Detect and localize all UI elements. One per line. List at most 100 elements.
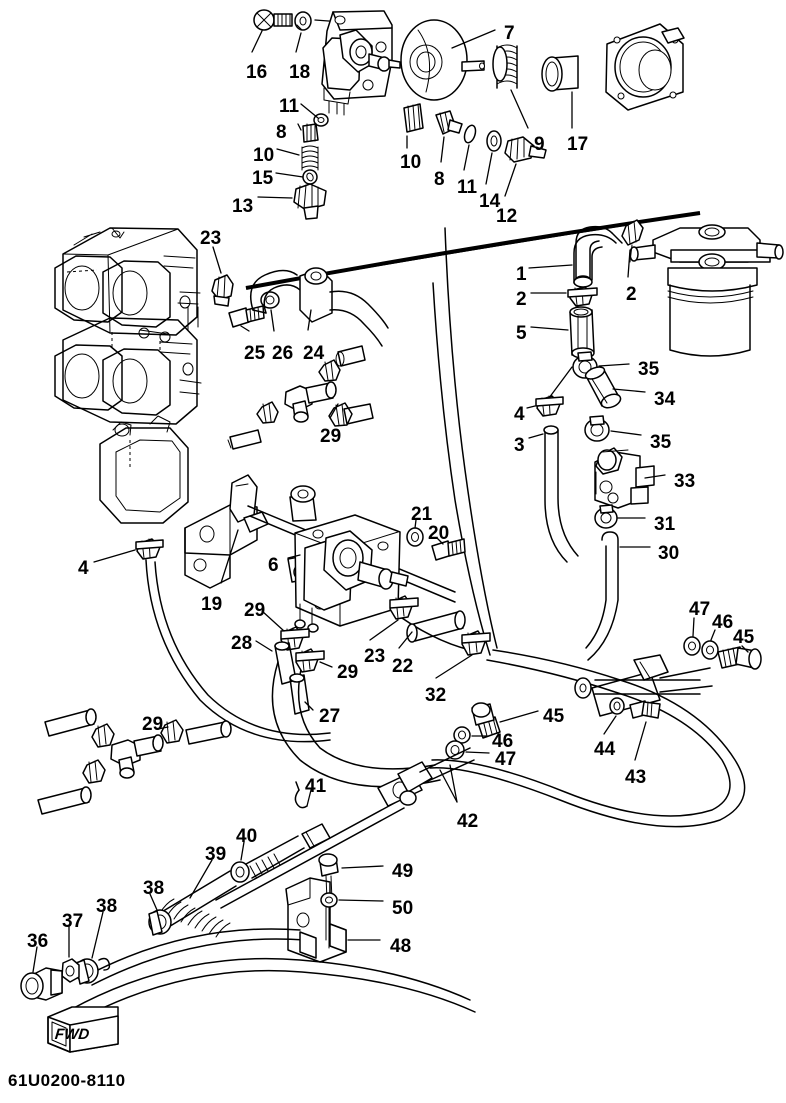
callout-35a: 35 <box>638 359 660 380</box>
callout-20: 20 <box>428 523 450 544</box>
callout-47b: 47 <box>495 749 517 770</box>
bolt-49 <box>318 853 339 901</box>
callout-27: 27 <box>319 706 341 727</box>
callout-42: 42 <box>457 811 479 832</box>
callout-13: 13 <box>232 196 254 217</box>
callout-48: 48 <box>390 936 412 957</box>
callout-45a: 45 <box>733 627 755 648</box>
callout-29b: 29 <box>244 600 266 621</box>
clamp-4b <box>535 395 564 417</box>
callout-4a: 4 <box>78 558 89 579</box>
callout-34: 34 <box>654 389 676 410</box>
callout-29c: 29 <box>337 662 359 683</box>
callout-11a: 11 <box>279 96 300 117</box>
callout-50: 50 <box>392 898 414 919</box>
callout-37: 37 <box>62 911 84 932</box>
valve-10b <box>403 103 424 133</box>
callout-35b: 35 <box>650 432 672 453</box>
callout-32: 32 <box>425 685 447 706</box>
callout-23a: 23 <box>200 228 222 249</box>
callout-9: 9 <box>534 134 545 155</box>
bolt-45b <box>471 702 501 739</box>
washer-18 <box>294 11 312 31</box>
callout-33: 33 <box>674 471 696 492</box>
spring-9 <box>492 44 518 89</box>
spring-10a <box>301 145 319 171</box>
callout-19: 19 <box>201 594 223 615</box>
engine-block <box>54 227 202 524</box>
clip-23a <box>211 274 234 307</box>
throttle-body <box>605 23 685 111</box>
bolt-45a <box>717 646 762 670</box>
callout-25: 25 <box>244 343 266 364</box>
valve-8a <box>302 123 319 143</box>
callout-47a: 47 <box>689 599 711 620</box>
hose-30 <box>585 531 619 661</box>
callout-12: 12 <box>496 206 518 227</box>
grommet-36 <box>20 967 63 1001</box>
callout-18: 18 <box>289 62 311 83</box>
hose-34 <box>584 366 622 409</box>
callout-29a: 29 <box>320 426 342 447</box>
nut-37 <box>61 958 80 983</box>
clip-2a <box>567 286 598 307</box>
clip-29c <box>295 648 325 673</box>
callout-14: 14 <box>479 191 501 212</box>
diagram-part-number: 61U0200-8110 <box>8 1071 126 1090</box>
callout-6: 6 <box>268 555 279 576</box>
hose-tee-cluster <box>37 708 232 815</box>
callout-45b: 45 <box>543 706 565 727</box>
sleeve-17 <box>541 55 579 92</box>
shift-rod-assembly <box>20 747 475 1001</box>
clip-2b <box>621 219 644 263</box>
bolt-43 <box>629 700 661 719</box>
fitting-12 <box>504 136 547 163</box>
callout-46b: 46 <box>492 731 514 752</box>
callout-22: 22 <box>392 656 414 677</box>
fuel-pump-body-upper <box>321 10 401 116</box>
bushing-38a <box>148 909 172 936</box>
callout-7: 7 <box>504 23 515 44</box>
clip-32 <box>461 630 491 656</box>
bushing-38b <box>75 957 111 985</box>
diaphragm-7 <box>400 19 485 101</box>
spring-39 <box>159 870 237 938</box>
callout-8a: 8 <box>276 122 287 143</box>
callout-44: 44 <box>594 739 616 760</box>
valve-33 <box>594 447 655 509</box>
clamp-4a <box>135 538 164 560</box>
callout-31: 31 <box>654 514 676 535</box>
hose-cluster-mid <box>227 345 374 450</box>
callout-23b: 23 <box>364 646 386 667</box>
callout-1: 1 <box>516 264 527 285</box>
pipe-3 <box>543 425 579 563</box>
callout-17: 17 <box>567 134 589 155</box>
callout-2a: 2 <box>516 289 527 310</box>
callout-8b: 8 <box>434 169 445 190</box>
bracket-48 <box>285 877 347 963</box>
callout-41: 41 <box>305 776 327 797</box>
callout-26: 26 <box>272 343 294 364</box>
callout-11b: 11 <box>457 177 478 198</box>
throttle-link-assembly <box>439 617 762 803</box>
fuel-filter-assembly <box>574 224 784 357</box>
bolt-20 <box>431 538 466 561</box>
callout-38a: 38 <box>143 878 165 899</box>
clip-23b <box>389 595 419 620</box>
callout-16: 16 <box>246 62 268 83</box>
valve-8b <box>435 110 463 135</box>
hose-24 <box>250 267 389 347</box>
callout-36: 36 <box>27 931 49 952</box>
callout-38b: 38 <box>96 896 118 917</box>
callout-40: 40 <box>236 826 258 847</box>
callout-28: 28 <box>231 633 253 654</box>
callout-2b: 2 <box>626 284 637 305</box>
callout-24: 24 <box>303 343 325 364</box>
callout-10a: 10 <box>253 145 275 166</box>
callout-3: 3 <box>514 435 525 456</box>
screw-16 <box>253 9 293 31</box>
clip-29b <box>280 626 310 651</box>
callout-39: 39 <box>205 844 227 865</box>
callout-46a: 46 <box>712 612 734 633</box>
